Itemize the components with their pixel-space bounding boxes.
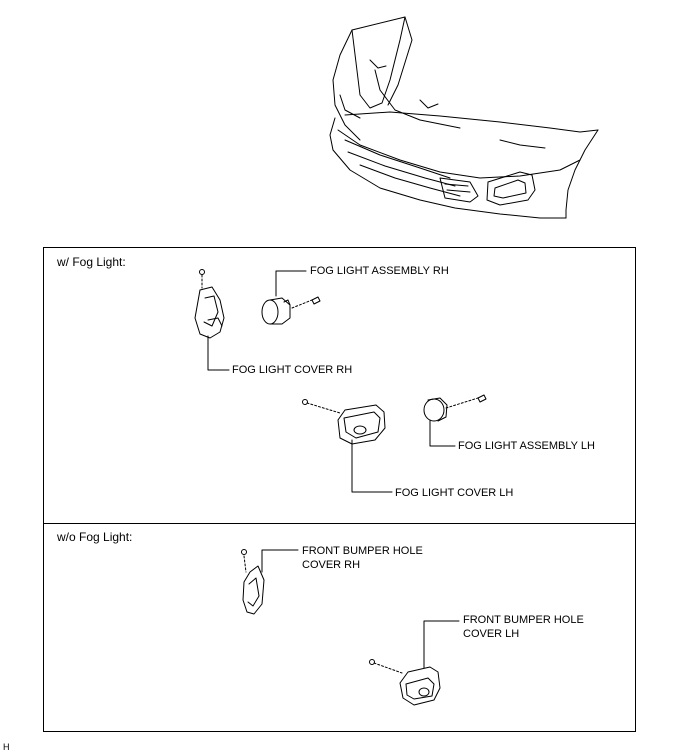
leader-lines xyxy=(207,270,460,669)
label-front-bumper-hole-cover-rh: FRONT BUMPER HOLE COVER RH xyxy=(302,545,423,571)
label-front-bumper-hole-cover-lh: FRONT BUMPER HOLE COVER LH xyxy=(463,614,584,640)
fog-light-assembly-lh-drawing xyxy=(423,394,487,422)
figure-code: H xyxy=(3,742,10,752)
w-fog-light-section xyxy=(43,247,636,524)
wo-fog-light-title: w/o Fog Light: xyxy=(57,530,133,544)
w-fog-light-title: w/ Fog Light: xyxy=(57,255,126,269)
fog-light-cover-lh-drawing xyxy=(302,399,386,445)
label-fog-light-cover-lh: FOG LIGHT COVER LH xyxy=(395,487,514,499)
fog-light-cover-rh-drawing xyxy=(194,269,225,339)
wo-fog-light-section xyxy=(43,523,636,732)
front-bumper-illustration xyxy=(329,16,599,219)
front-bumper-hole-cover-lh-drawing xyxy=(369,659,441,706)
label-fog-light-assembly-lh: FOG LIGHT ASSEMBLY LH xyxy=(458,440,595,452)
fog-light-assembly-rh-drawing xyxy=(261,296,321,325)
label-fog-light-cover-rh: FOG LIGHT COVER RH xyxy=(232,364,353,376)
label-fog-light-assembly-rh: FOG LIGHT ASSEMBLY RH xyxy=(310,265,449,277)
front-bumper-hole-cover-rh-drawing xyxy=(241,549,265,615)
